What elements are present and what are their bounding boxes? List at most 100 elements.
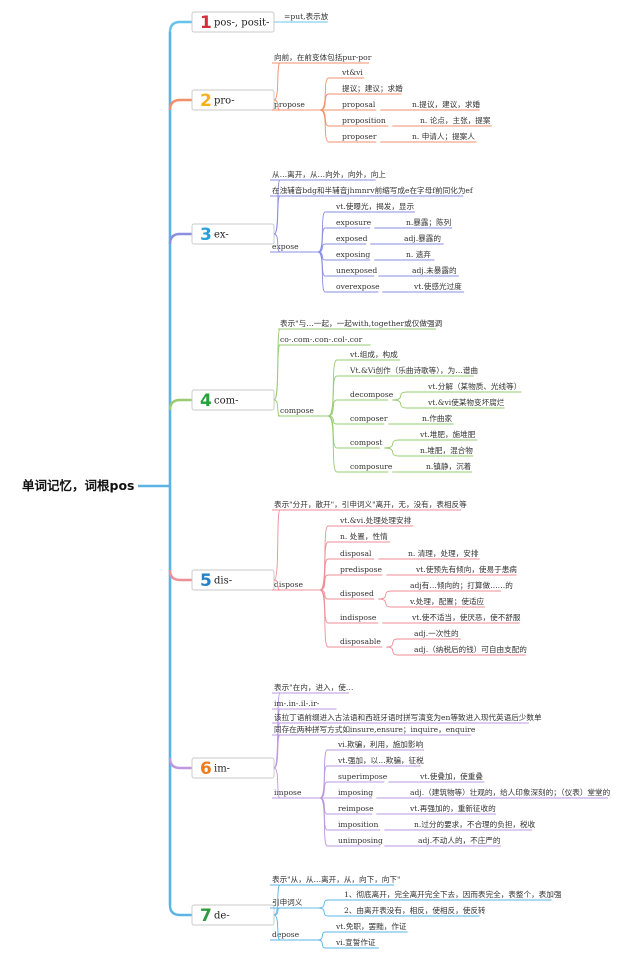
- sub-exposed-0: adj.暴露的: [404, 233, 441, 243]
- section-number: 5: [200, 571, 212, 591]
- branch-line: [317, 251, 334, 293]
- sub-decompose-1: vt.&vi使某物变坏腐烂: [427, 397, 505, 407]
- sub-propose-4: proposer: [342, 132, 377, 141]
- branch-pro-0: 向前，在前变体包括pur-por: [274, 52, 372, 62]
- branch-line: [319, 525, 338, 591]
- section-label: ex-: [214, 230, 229, 241]
- sub-disposable-0: adj.一次性的: [414, 628, 459, 638]
- branch-line: [272, 62, 281, 101]
- branch-line: [272, 509, 281, 581]
- branch-line: [317, 931, 334, 941]
- branch-line: [319, 574, 338, 591]
- branch-line: [270, 884, 281, 916]
- section-number: 7: [200, 906, 212, 926]
- sub-dispose-1: n. 处置，性情: [340, 531, 388, 541]
- sub-composer-0: n.作曲家: [422, 413, 452, 423]
- branch-line: [319, 589, 338, 648]
- sub-impose-1: vt.强加，以…欺骗，征税: [337, 755, 424, 765]
- section-label: im-: [214, 764, 230, 775]
- section-connector: [168, 398, 192, 411]
- sub-compose-5: composure: [350, 462, 393, 471]
- branch-de-1: 引申词义: [272, 897, 303, 907]
- branch-com-1: co-.com-.con-.col-.cor: [280, 335, 363, 344]
- branch-line: [272, 767, 281, 799]
- branch-line: [319, 109, 340, 143]
- branch-im-3: 同存在两种拼写方式如insure,ensure；inquire，enquire: [274, 724, 476, 734]
- branch-line: [384, 447, 418, 457]
- sub-depose-0: vt.免职，罢黜，作证: [335, 921, 407, 931]
- sub-compose-4: compost: [350, 438, 382, 447]
- sub-dispose-0: vt.&vi.处理处理安排: [339, 515, 412, 525]
- sub-impose-5: imposition: [338, 820, 378, 829]
- branch-line: [378, 590, 408, 600]
- branch-line: [327, 415, 348, 449]
- branch-line: [270, 233, 281, 253]
- branch-dis-0: 表示"分开，散开"，引申词义"离开，无，没有，表相反等: [274, 499, 467, 509]
- section-label: pro-: [214, 96, 235, 107]
- branch-line: [392, 399, 426, 409]
- sub-impose-4: reimpose: [338, 804, 374, 813]
- branch-pos-0: =put,表示放: [284, 11, 329, 21]
- sub-propose-2: proposal: [342, 100, 376, 109]
- branch-line: [327, 399, 348, 417]
- sub-composure-0: n.镇静，沉着: [426, 461, 472, 471]
- sub-item-1: 2、由离开表没有，相反，使相反，使反转: [344, 905, 486, 915]
- sub-dispose-4: disposed: [340, 589, 374, 598]
- branch-line: [392, 391, 426, 401]
- sub-impose-2: superimpose: [338, 772, 388, 781]
- root-title: 单词记忆，词根pos: [22, 478, 134, 493]
- section-number: 1: [200, 13, 212, 33]
- section-connector: [168, 20, 192, 33]
- branch-line: [319, 558, 338, 591]
- branch-line: [270, 195, 281, 235]
- branch-line: [378, 598, 408, 608]
- sub-unexposed-0: adj.未暴露的: [412, 265, 457, 275]
- sub-impose-6: unimposing: [338, 836, 383, 845]
- sub-imposing-0: adj.（建筑物等）壮观的，给人印象深刻的；（仪表）堂堂的: [410, 787, 611, 797]
- branch-line: [272, 99, 281, 111]
- sub-exposing-0: n. 遗弃: [406, 249, 431, 259]
- branch-line: [270, 914, 281, 941]
- branch-line: [317, 227, 334, 253]
- branch-de-2: depose: [272, 930, 300, 939]
- branch-com-2: compose: [280, 406, 314, 415]
- sub-dispose-2: disposal: [340, 549, 372, 558]
- branch-line: [327, 375, 348, 417]
- branch-line: [319, 77, 340, 111]
- sub-compost-1: n.堆肥，混合物: [420, 445, 473, 455]
- branch-line: [319, 749, 336, 799]
- section-connector: [168, 98, 192, 111]
- branch-line: [317, 899, 342, 909]
- sub-unimposing-0: adj.不动人的，不庄严的: [418, 835, 501, 845]
- branch-ex-0: 从…离开，从…向外，向外，向上: [272, 169, 386, 179]
- sub-disposal-0: n. 清理，处理，安排: [408, 548, 479, 558]
- branch-line: [272, 579, 281, 591]
- section-connector: [168, 757, 192, 770]
- section-connector: [168, 904, 192, 917]
- sub-expose-3: exposing: [336, 250, 370, 259]
- sub-dispose-3: predispose: [340, 565, 383, 574]
- section-label: com-: [214, 396, 238, 407]
- sub-reimpose-0: vt.再强加的，重新征收的: [409, 803, 496, 813]
- branch-line: [384, 439, 418, 449]
- branch-line: [327, 359, 348, 417]
- sub-dispose-6: disposable: [340, 637, 381, 646]
- sub-expose-5: overexpose: [336, 282, 380, 291]
- sub-propose-1: 提议；建议；求婚: [342, 83, 403, 93]
- sub-indispose-0: vt.使不适当，使厌恶，使不舒服: [411, 612, 521, 622]
- branch-im-4: impose: [274, 788, 302, 797]
- branch-line: [317, 907, 342, 917]
- sub-overexpose-0: vt.使感光过度: [413, 281, 462, 291]
- sub-compose-3: composer: [350, 414, 388, 423]
- section-number: 3: [200, 225, 212, 245]
- sub-expose-0: vt.使曝光，揭发，显示: [335, 201, 415, 211]
- branch-pro-1: propose: [274, 100, 305, 109]
- section-connector: [168, 569, 192, 582]
- sub-disposed-0: adj有…倾向的；打算做……的: [410, 580, 513, 590]
- sub-expose-4: unexposed: [336, 266, 377, 275]
- branch-line: [273, 399, 281, 417]
- sub-proposer-0: n. 申请人；提案人: [412, 131, 475, 141]
- branch-dis-1: dispose: [274, 580, 304, 589]
